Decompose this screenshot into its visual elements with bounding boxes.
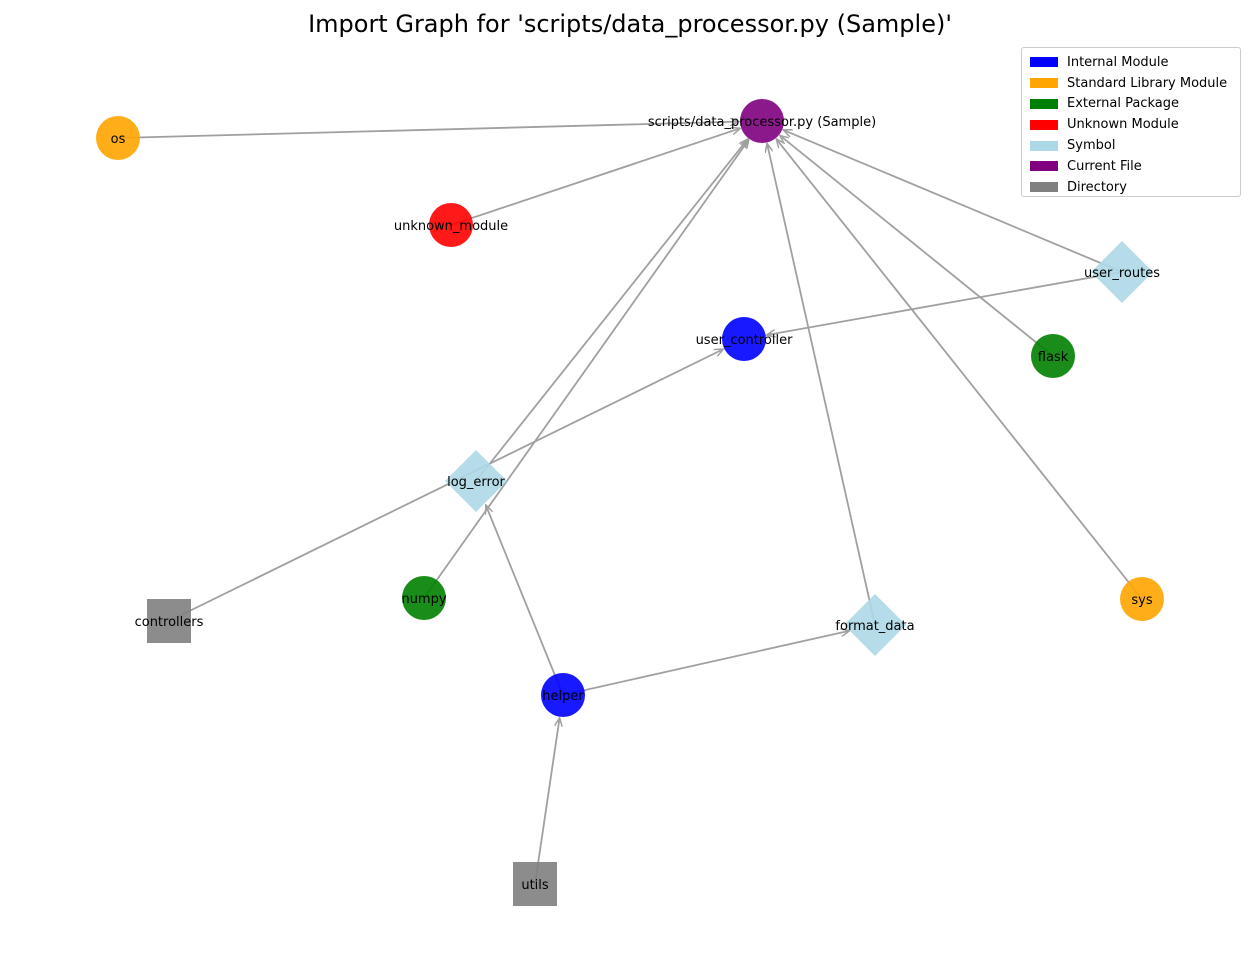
node-log_error [445,450,507,512]
node-user_controller [722,317,766,361]
node-user_routes [1091,241,1153,303]
legend-swatch [1030,98,1058,109]
legend-label: Current File [1067,158,1142,174]
legend-item: Symbol [1030,135,1232,156]
edge-sys-to-current [776,139,1143,600]
edge-user_routes-to-user_controller [767,271,1123,335]
node-label-format_data: format_data [835,619,914,634]
node-label-user_controller: user_controller [696,333,794,348]
legend-item: Current File [1030,156,1232,177]
edge-helper-to-format_data [562,631,850,696]
legend-swatch [1030,119,1058,130]
legend-label: Standard Library Module [1067,75,1228,91]
node-label-sys: sys [1131,593,1152,608]
edge-log_error-to-current [475,139,748,482]
node-utils [513,862,557,906]
legend-swatch [1030,161,1058,172]
node-sys [1120,577,1164,621]
node-label-user_routes: user_routes [1084,266,1160,281]
edge-utils-to-helper [534,718,560,885]
edge-numpy-to-current [423,140,749,599]
edge-format_data-to-current [767,143,876,626]
legend-swatch [1030,78,1058,89]
legend-label: Symbol [1067,138,1116,154]
node-label-unknown_module: unknown_module [394,219,508,234]
labels-layer: scripts/data_processor.py (Sample) os unkn… [111,115,1161,893]
edge-unknown_module-to-current [450,128,740,226]
legend-swatch [1030,182,1058,193]
node-label-numpy: numpy [401,592,446,607]
legend-label: External Package [1067,96,1179,112]
legend-item: Internal Module [1030,52,1232,73]
node-label-helper: helper [542,689,584,704]
node-label-os: os [111,132,126,147]
node-helper [541,673,585,717]
legend-swatch [1030,140,1058,151]
legend-label: Directory [1067,179,1127,195]
node-label-utils: utils [521,878,549,893]
node-unknown_module [429,203,473,247]
edge-helper-to-log_error [486,505,564,696]
legend-item: Unknown Module [1030,114,1232,135]
node-label-flask: flask [1038,350,1069,365]
edge-controllers-to-user_controller [168,349,723,622]
node-label-current: scripts/data_processor.py (Sample) [648,115,876,130]
edge-os-to-current [117,122,739,139]
legend-item: External Package [1030,94,1232,115]
node-current [740,99,784,143]
node-flask [1031,334,1075,378]
legend-label: Unknown Module [1067,117,1179,133]
edge-flask-to-current [780,135,1054,357]
edges-layer [117,122,1143,885]
node-label-log_error: log_error [447,475,505,490]
node-os [96,116,140,160]
node-numpy [402,576,446,620]
legend-item: Standard Library Module [1030,73,1232,94]
legend-swatch [1030,57,1058,68]
nodes-layer [96,99,1164,906]
node-label-controllers: controllers [135,615,204,630]
edge-user_routes-to-current [783,130,1123,273]
node-format_data [844,594,906,656]
node-controllers [147,599,191,643]
legend-label: Internal Module [1067,54,1169,70]
legend-item: Directory [1030,177,1232,198]
graph-title: Import Graph for 'scripts/data_processor… [308,10,952,38]
